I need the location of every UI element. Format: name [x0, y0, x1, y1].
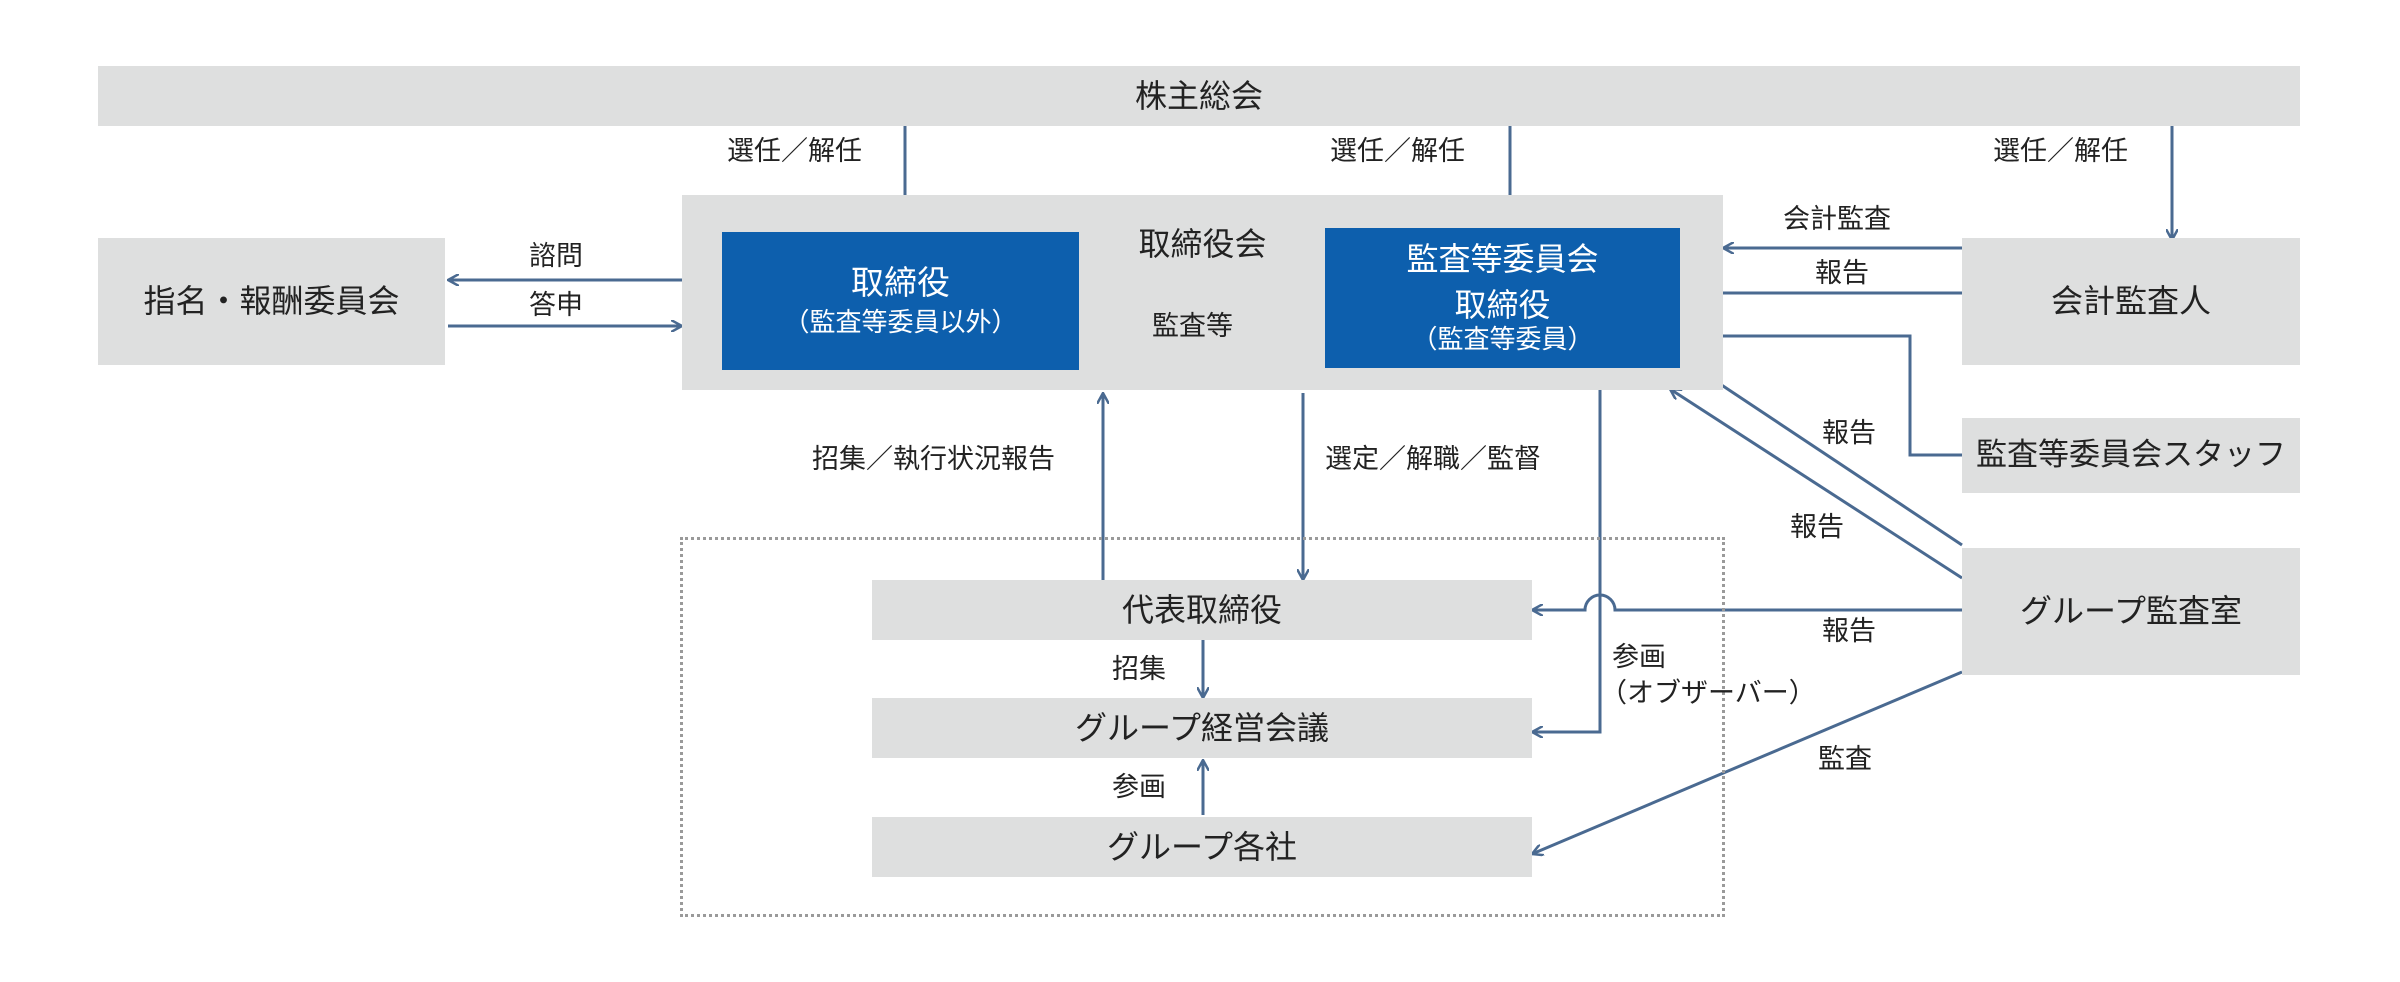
internal-audit-label: グループ監査室 [2019, 592, 2243, 631]
president-box: 代表取締役 [872, 580, 1532, 640]
edge-label-appoint-accounting-auditor: 選任／解任 [1993, 136, 2128, 167]
arrow-report-internal-2 [1670, 389, 1963, 580]
group-meeting-label: グループ経営会議 [1074, 708, 1330, 747]
accounting-auditor-label: 会計監査人 [2050, 282, 2211, 321]
edge-label-select-dismiss: 選定／解職／監督 [1325, 444, 1541, 475]
edge-label-report-internal: 報告 [1790, 512, 1844, 543]
edge-label-audit: 監査 [1818, 744, 1872, 775]
arrow-observer [1532, 368, 1602, 732]
edge-label-audit-etc: 監査等 [1152, 311, 1233, 342]
edge-label-observer-2: （オブザーバー） [1600, 678, 1816, 709]
nomination-committee-label: 指名・報酬委員会 [143, 282, 400, 321]
edge-label-convene-report: 招集／執行状況報告 [812, 444, 1055, 475]
president-label: 代表取締役 [1121, 590, 1282, 629]
audit-staff-box: 監査等委員会スタッフ [1962, 418, 2300, 493]
edge-label-observer-1: 参画 [1612, 642, 1666, 673]
edge-label-appoint-directors: 選任／解任 [727, 136, 862, 167]
directors-sublabel: （監査等委員以外） [783, 308, 1018, 339]
edge-label-report-staff: 報告 [1822, 418, 1876, 449]
group-companies-box: グループ各社 [872, 817, 1532, 877]
arrow-report-internal-1 [1693, 366, 1963, 547]
accounting-auditor-box: 会計監査人 [1962, 238, 2300, 365]
edge-label-consult: 諮問 [529, 241, 583, 272]
edge-label-participate: 参画 [1112, 772, 1166, 803]
edge-label-report-president: 報告 [1822, 616, 1876, 647]
group-dotted-frame [680, 537, 1725, 917]
audit-committee-box: 監査等委員会 取締役 （監査等委員） [1325, 228, 1680, 368]
audit-directors-label: 取締役 [1454, 286, 1551, 325]
edge-label-accounting-audit: 会計監査 [1783, 204, 1891, 235]
group-companies-label: グループ各社 [1106, 827, 1298, 866]
audit-committee-label: 監査等委員会 [1406, 240, 1599, 279]
audit-directors-sublabel: （監査等委員） [1411, 324, 1594, 355]
line-audit-staff [1683, 334, 1962, 457]
nomination-committee-box: 指名・報酬委員会 [98, 238, 445, 365]
edge-label-convene: 招集 [1112, 654, 1166, 685]
group-meeting-box: グループ経営会議 [872, 698, 1532, 758]
edge-label-answer: 答申 [529, 290, 583, 321]
directors-box: 取締役 （監査等委員以外） [722, 232, 1079, 370]
internal-audit-box: グループ監査室 [1962, 548, 2300, 675]
shareholders-meeting-label: 株主総会 [1134, 76, 1263, 115]
shareholders-meeting-box: 株主総会 [98, 66, 2300, 126]
audit-staff-label: 監査等委員会スタッフ [1976, 436, 2286, 473]
edge-label-appoint-audit-committee: 選任／解任 [1330, 136, 1465, 167]
arrow-audit-group [1532, 670, 1963, 854]
directors-label: 取締役 [851, 262, 950, 302]
edge-label-report-auditor: 報告 [1815, 258, 1869, 289]
board-label: 取締役会 [1138, 225, 1267, 263]
